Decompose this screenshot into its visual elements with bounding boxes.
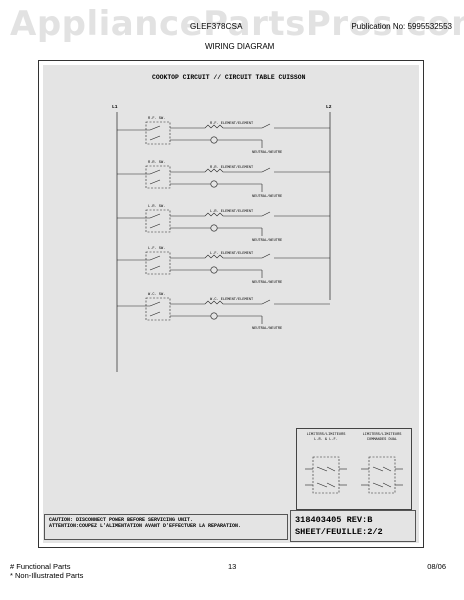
neutral-label: NEUTRAL/NEUTRE [252, 150, 282, 155]
diagram-title: COOKTOP CIRCUIT // CIRCUIT TABLE CUISSON [152, 74, 306, 81]
page-number: 13 [228, 562, 237, 571]
circuit-row [117, 165, 330, 192]
element-label: R.R. ELEMENT/ELEMENT [210, 165, 254, 170]
l2-label: L2 [326, 104, 332, 110]
caution-line-french: ATTENTION:COUPEZ L'ALIMENTATION AVANT D'… [49, 523, 242, 530]
switch-label: R.R. SW. [148, 161, 165, 165]
section-title: WIRING DIAGRAM [205, 42, 275, 51]
neutral-label: NEUTRAL/NEUTRE [252, 326, 282, 331]
footer-legend: # Functional Parts * Non-Illustrated Par… [10, 562, 83, 580]
document-number-box: 318403405 REV:B SHEET/FEUILLE:2/2 [290, 510, 416, 542]
l1-label: L1 [112, 104, 118, 110]
circuit-row [117, 251, 330, 278]
circuit-row [117, 121, 330, 148]
circuit-row [117, 209, 330, 236]
sheet-number: SHEET/FEUILLE:2/2 [295, 527, 383, 537]
non-illustrated-parts-note: * Non-Illustrated Parts [10, 571, 84, 580]
circuit-row [117, 297, 330, 324]
switch-label: L.R. SW. [148, 205, 165, 209]
publication-number: Publication No: 5995532553 [351, 22, 452, 31]
circuit-group: R.F. ELEMENT/ELEMENT R.F. SW. NEUTRAL/NEUT… [117, 117, 330, 331]
element-label: R.F. ELEMENT/ELEMENT [210, 121, 254, 126]
element-label: L.F. ELEMENT/ELEMENT [210, 251, 254, 256]
element-label: W.C. ELEMENT/ELEMENT [210, 297, 254, 302]
neutral-label: NEUTRAL/NEUTRE [252, 280, 282, 285]
footer-date: 08/06 [427, 562, 446, 571]
switch-label: R.F. SW. [148, 117, 165, 121]
switch-label: W.C. SW. [148, 293, 165, 297]
caution-line-english: CAUTION: DISCONNECT POWER BEFORE SERVICI… [49, 517, 194, 523]
switch-label: L.F. SW. [148, 247, 165, 251]
functional-parts-note: # Functional Parts [10, 562, 71, 571]
legend-left-title: LIMITERS/LIMITEURS L.R. & L.F. [306, 433, 346, 442]
legend-right-title: LIMITERS/LIMITEURS COMMANDES DUAL [362, 433, 402, 442]
model-number: GLEF378CSA [190, 22, 243, 31]
limiter-legend: LIMITERS/LIMITEURS L.R. & L.F. LIMITERS/… [296, 428, 412, 510]
element-label: L.R. ELEMENT/ELEMENT [210, 209, 254, 214]
neutral-label: NEUTRAL/NEUTRE [252, 194, 282, 199]
neutral-label: NEUTRAL/NEUTRE [252, 238, 282, 243]
document-number: 318403405 REV:B [295, 515, 373, 525]
caution-notice: CAUTION: DISCONNECT POWER BEFORE SERVICI… [44, 514, 288, 540]
legend-symbols [305, 456, 403, 494]
